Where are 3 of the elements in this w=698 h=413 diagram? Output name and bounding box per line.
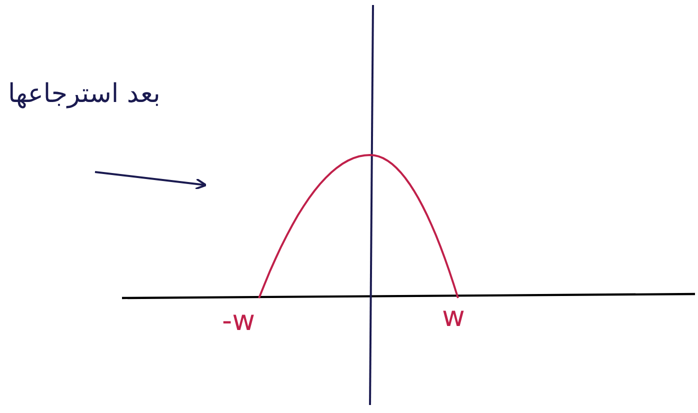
handwritten-note: بعد استرجاعها — [8, 80, 160, 109]
axis-label: w — [442, 302, 465, 333]
axis-label: -w — [222, 306, 256, 337]
